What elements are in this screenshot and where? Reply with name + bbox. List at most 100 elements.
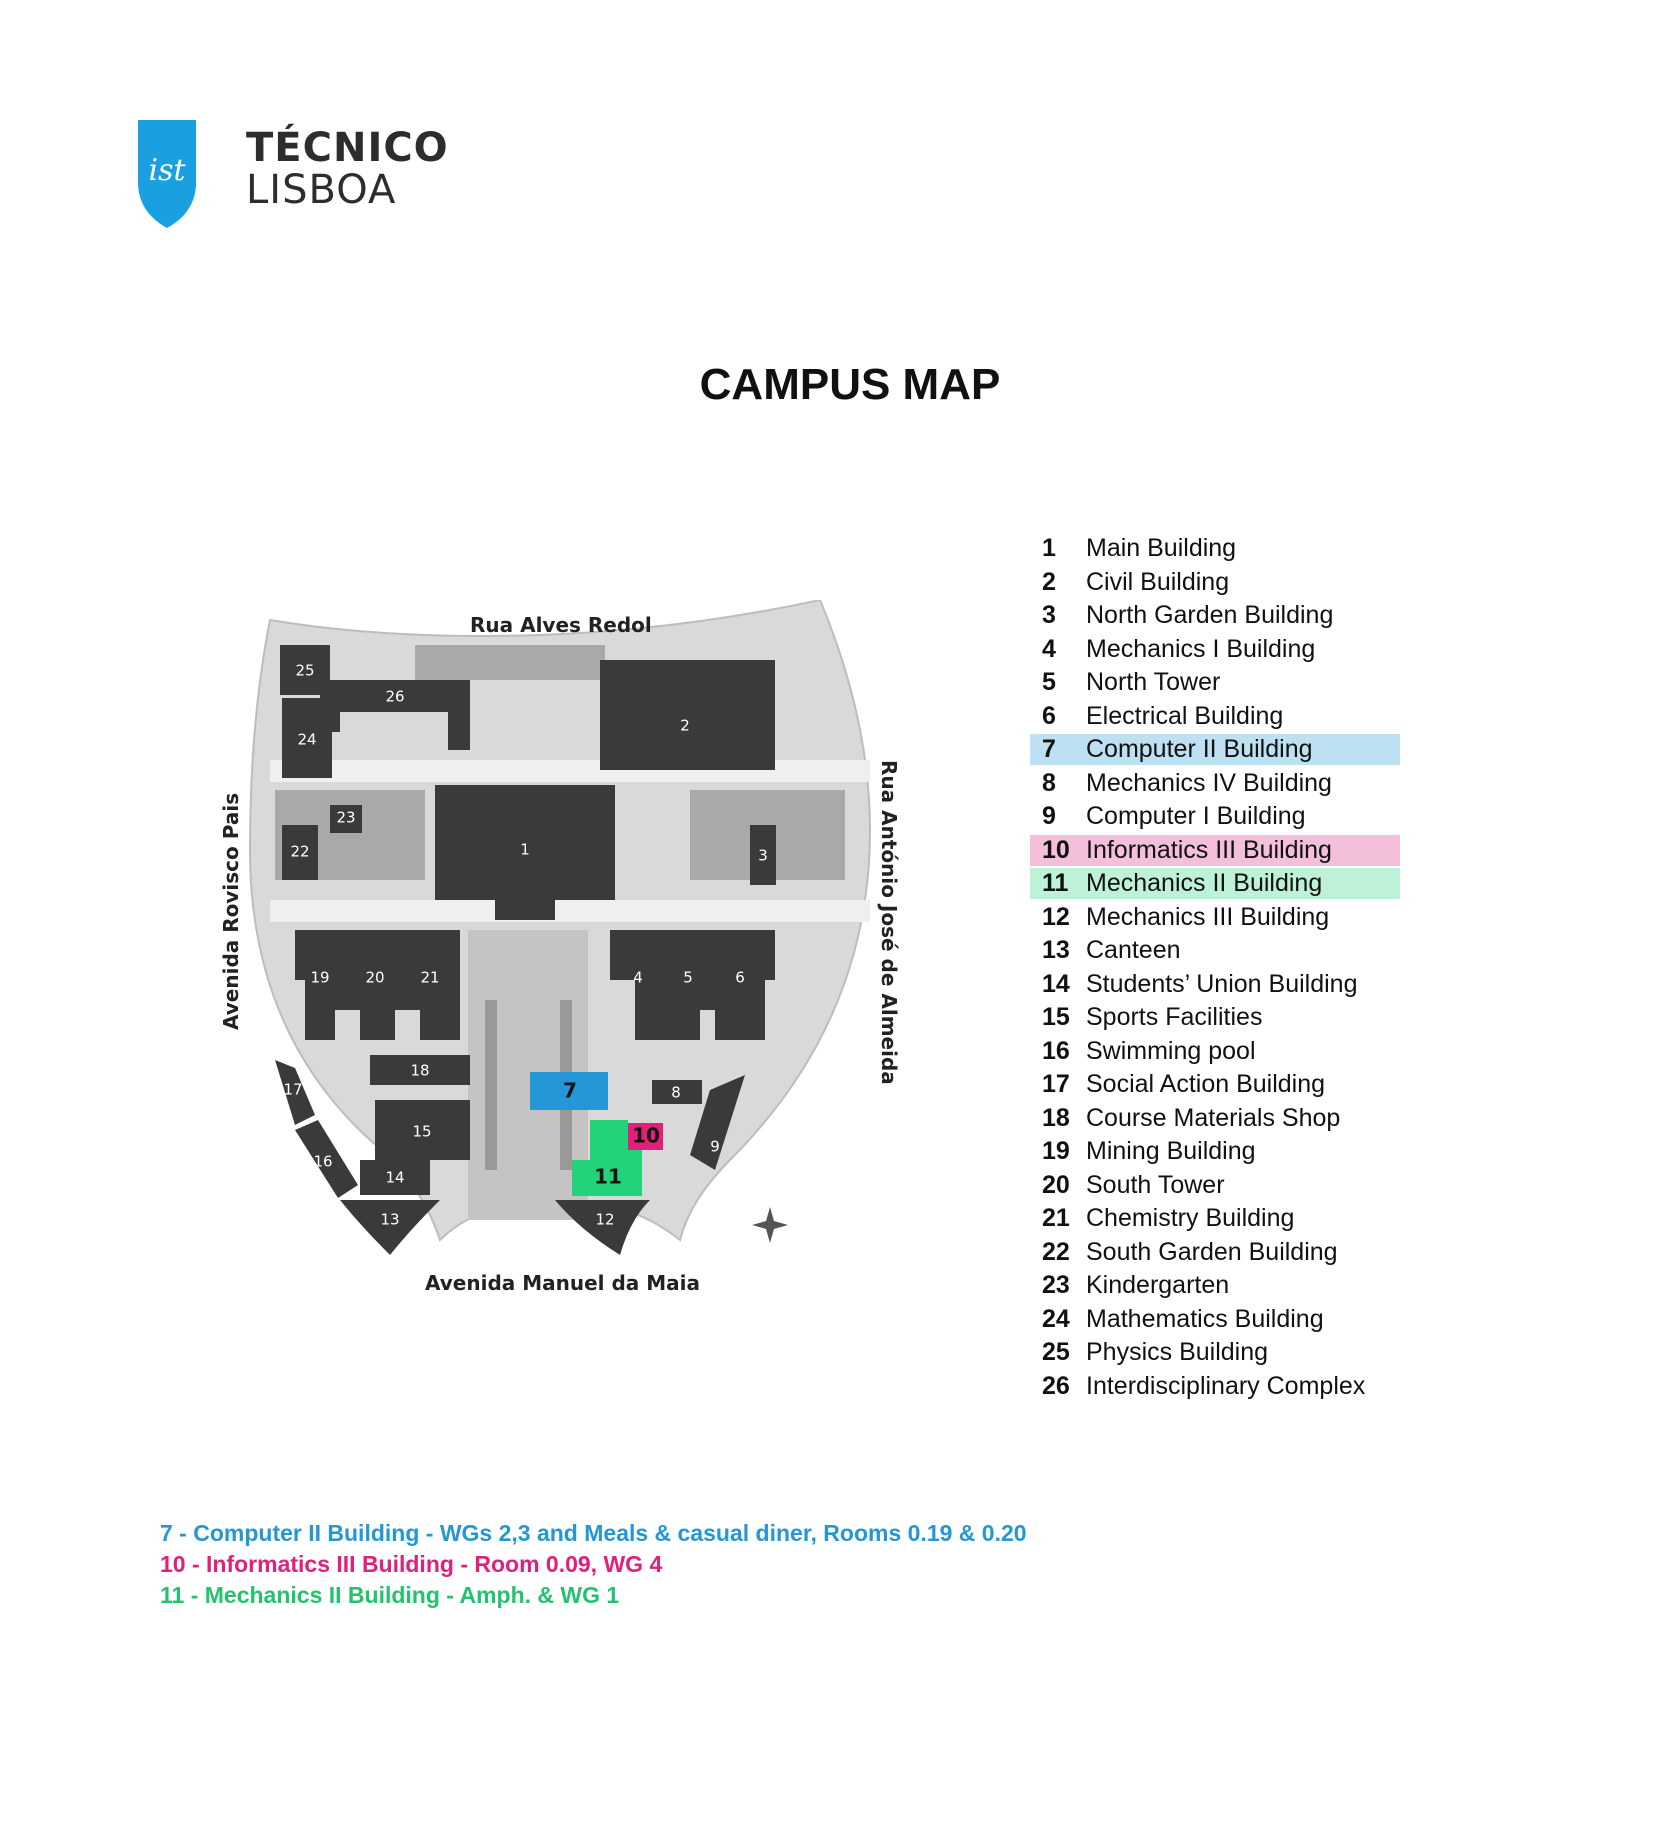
compass-icon — [752, 1207, 788, 1243]
legend-label: Computer I Building — [1086, 802, 1306, 830]
legend-label: Sports Facilities — [1086, 1003, 1263, 1031]
legend-label: Electrical Building — [1086, 701, 1284, 730]
label-3: 3 — [758, 847, 768, 865]
building-11-highlight — [572, 1120, 642, 1196]
legend-item: 10 Informatics III Building — [1030, 834, 1410, 868]
legend-label: Mechanics IV Building — [1086, 768, 1332, 797]
building-23 — [330, 805, 362, 833]
label-13: 13 — [380, 1211, 399, 1229]
legend-label: Civil Building — [1086, 567, 1230, 596]
legend-label: Chemistry Building — [1086, 1204, 1295, 1232]
label-10: 10 — [632, 1124, 660, 1148]
legend-number: 14 — [1042, 969, 1070, 998]
legend-number: 1 — [1042, 534, 1056, 562]
legend-number: 11 — [1042, 869, 1069, 897]
legend-item: 19 Mining Building — [1030, 1135, 1410, 1169]
building-15 — [375, 1100, 470, 1160]
label-5: 5 — [683, 969, 693, 987]
building-18 — [370, 1055, 470, 1085]
label-7: 7 — [563, 1079, 577, 1103]
legend-number: 15 — [1042, 1003, 1070, 1031]
label-20: 20 — [365, 969, 384, 987]
note-line: 10 - Informatics III Building - Room 0.0… — [160, 1551, 663, 1577]
legend-highlight — [1030, 834, 1400, 866]
legend-label: South Garden Building — [1086, 1237, 1338, 1266]
label-1: 1 — [520, 841, 530, 859]
label-14: 14 — [385, 1169, 404, 1187]
legend-item: 6 Electrical Building — [1030, 700, 1410, 734]
legend-number: 9 — [1042, 802, 1056, 830]
legend-label: Social Action Building — [1086, 1070, 1326, 1098]
label-26: 26 — [385, 688, 404, 706]
legend-number: 13 — [1042, 936, 1070, 964]
legend-number: 20 — [1042, 1170, 1070, 1199]
street-south: Avenida Manuel da Maia — [425, 1271, 700, 1295]
legend-item: 22 South Garden Building — [1030, 1236, 1410, 1270]
legend-item: 7 Computer II Building — [1030, 733, 1410, 767]
svg-text:ist: ist — [148, 153, 186, 188]
page-title: CAMPUS MAP — [699, 360, 1001, 409]
legend-number: 17 — [1042, 1070, 1070, 1098]
legend-number: 21 — [1042, 1204, 1070, 1232]
label-21: 21 — [420, 969, 439, 987]
legend-item: 1 Main Building — [1030, 532, 1410, 566]
label-19: 19 — [310, 969, 329, 987]
building-14 — [360, 1160, 430, 1195]
building-26 — [320, 680, 470, 750]
legend-label: Informatics III Building — [1086, 835, 1332, 864]
legend-label: Physics Building — [1086, 1338, 1269, 1366]
legend-item: 26 Interdisciplinary Complex — [1030, 1370, 1410, 1404]
legend-label: Canteen — [1086, 936, 1181, 964]
legend-label: North Garden Building — [1086, 601, 1334, 629]
legend-number: 4 — [1042, 634, 1056, 663]
legend-number: 22 — [1042, 1237, 1070, 1266]
highlight-notes: 7 - Computer II Building - WGs 2,3 and M… — [160, 1518, 1160, 1611]
legend-number: 7 — [1042, 735, 1056, 763]
building-1 — [435, 785, 615, 920]
legend-number: 24 — [1042, 1304, 1070, 1333]
legend-number: 6 — [1042, 701, 1056, 730]
street-west: Avenida Rovisco Pais — [219, 793, 243, 1030]
note-line: 7 - Computer II Building - WGs 2,3 and M… — [160, 1520, 1027, 1546]
note-line: 11 - Mechanics II Building - Amph. & WG … — [160, 1582, 620, 1608]
label-12: 12 — [595, 1211, 614, 1229]
label-6: 6 — [735, 969, 745, 987]
label-25: 25 — [295, 662, 314, 680]
legend-number: 10 — [1042, 835, 1070, 864]
legend-number: 3 — [1042, 601, 1056, 629]
legend-label: Mechanics I Building — [1086, 634, 1316, 663]
legend-number: 25 — [1042, 1338, 1070, 1366]
legend-number: 26 — [1042, 1371, 1070, 1400]
legend-label: Computer II Building — [1086, 735, 1313, 763]
building-7-highlight — [530, 1072, 608, 1110]
legend-label: Interdisciplinary Complex — [1086, 1371, 1366, 1400]
legend-label: Students’ Union Building — [1086, 969, 1358, 998]
legend-label: Main Building — [1086, 534, 1237, 562]
building-17 — [275, 1060, 315, 1125]
label-22: 22 — [290, 843, 309, 861]
building-8 — [652, 1080, 702, 1104]
label-24: 24 — [297, 731, 316, 749]
legend-label: Swimming pool — [1086, 1036, 1256, 1065]
legend-number: 19 — [1042, 1137, 1070, 1165]
legend-item: 2 Civil Building — [1030, 566, 1410, 600]
legend-item: 4 Mechanics I Building — [1030, 633, 1410, 667]
label-4: 4 — [633, 969, 643, 987]
legend-label: Mechanics III Building — [1086, 902, 1330, 931]
legend-label: Mining Building — [1086, 1137, 1256, 1165]
label-15: 15 — [412, 1123, 431, 1141]
building-2 — [600, 660, 775, 770]
campus-map: 25 26 24 2 23 22 1 3 19 20 21 4 5 6 18 7… — [210, 600, 900, 1360]
building-legend: 1 Main Building 2 Civil Building 3 North Gard… — [1030, 532, 1410, 1403]
buildings — [275, 645, 776, 1255]
legend-number: 2 — [1042, 567, 1056, 596]
street-east: Rua António José de Almeida — [877, 760, 900, 1085]
legend-item: 3 North Garden Building — [1030, 599, 1410, 633]
building-10-highlight — [628, 1123, 663, 1150]
